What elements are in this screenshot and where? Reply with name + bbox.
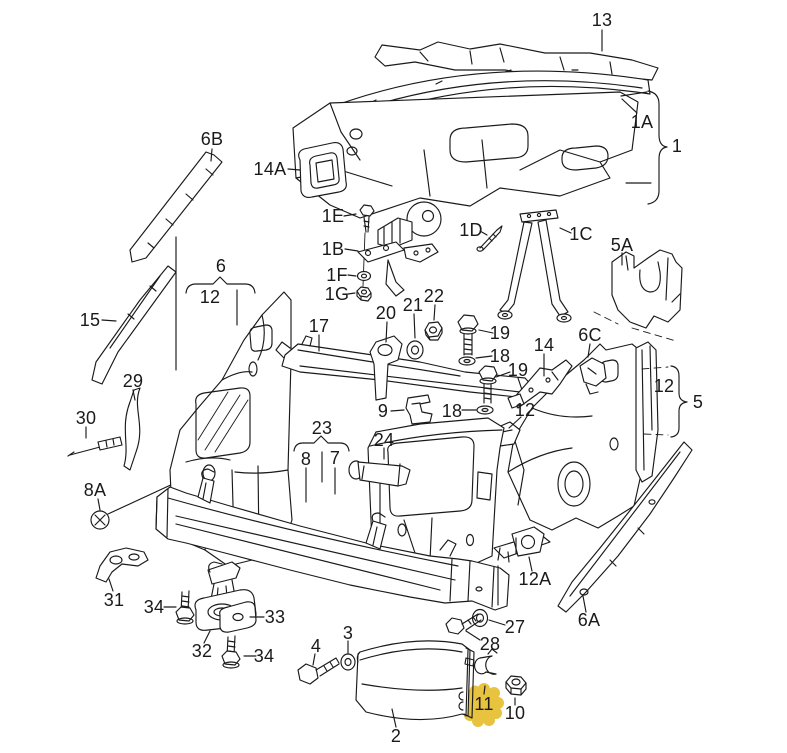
part-1f-washer xyxy=(356,270,372,282)
part-label-6[interactable]: 6 xyxy=(215,256,227,276)
part-label-34-left[interactable]: 34 xyxy=(143,597,165,617)
part-label-1g[interactable]: 1G xyxy=(324,284,350,304)
part-label-19-upper[interactable]: 19 xyxy=(489,323,511,343)
part-label-7[interactable]: 7 xyxy=(329,448,341,468)
part-label-5[interactable]: 5 xyxy=(692,392,704,412)
part-label-12-right[interactable]: 12 xyxy=(653,376,675,396)
part-label-6a[interactable]: 6A xyxy=(577,610,601,630)
part-label-1a[interactable]: 1A xyxy=(630,112,654,132)
part-bumper-beam xyxy=(155,468,510,611)
part-15-rail xyxy=(91,265,177,385)
part-5a-panel xyxy=(611,249,683,329)
part-label-11-highlighted[interactable]: 11 xyxy=(474,694,494,714)
part-1b-bracket xyxy=(357,201,442,297)
part-label-1f[interactable]: 1F xyxy=(326,265,348,285)
part-11-clip xyxy=(474,648,498,675)
part-label-8a[interactable]: 8A xyxy=(83,480,107,500)
part-10-nut xyxy=(505,675,527,696)
callout-23-brace xyxy=(293,435,350,452)
part-label-9[interactable]: 9 xyxy=(377,401,389,421)
part-1-bulkhead-panel xyxy=(292,69,651,219)
part-6a-rail xyxy=(557,441,693,613)
part-label-12a[interactable]: 12A xyxy=(518,569,552,589)
part-1d-pin xyxy=(476,225,503,252)
part-label-1d[interactable]: 1D xyxy=(459,220,483,240)
part-9-bracket xyxy=(405,394,433,425)
part-label-5a[interactable]: 5A xyxy=(610,235,634,255)
part-label-21[interactable]: 21 xyxy=(402,295,424,315)
part-6c-bracket xyxy=(579,357,607,395)
part-3-washer xyxy=(340,653,356,671)
part-label-20[interactable]: 20 xyxy=(375,303,397,323)
part-28-bolt xyxy=(445,613,482,635)
part-label-1e[interactable]: 1E xyxy=(321,206,345,226)
part-label-1c[interactable]: 1C xyxy=(569,224,593,244)
part-19-bolt-lower xyxy=(478,365,498,404)
part-34-bolt-left xyxy=(175,590,195,625)
part-label-10[interactable]: 10 xyxy=(504,703,526,723)
part-label-4[interactable]: 4 xyxy=(310,636,322,656)
part-label-6c[interactable]: 6C xyxy=(578,325,602,345)
part-label-30[interactable]: 30 xyxy=(75,408,97,428)
part-33-plate xyxy=(219,601,257,633)
part-label-18-upper[interactable]: 18 xyxy=(489,346,511,366)
part-label-19-lower[interactable]: 19 xyxy=(507,360,529,380)
part-label-14a[interactable]: 14A xyxy=(253,159,287,179)
part-34-bolt-right xyxy=(221,635,241,669)
callout-6-brace xyxy=(185,276,256,294)
part-label-13[interactable]: 13 xyxy=(591,10,613,30)
part-label-29[interactable]: 29 xyxy=(122,371,144,391)
part-label-8[interactable]: 8 xyxy=(300,449,312,469)
part-label-6b[interactable]: 6B xyxy=(200,129,224,149)
part-22-nut xyxy=(424,321,443,341)
part-2-filler-panel xyxy=(355,640,475,721)
part-18-washer-upper xyxy=(458,356,476,366)
part-label-27[interactable]: 27 xyxy=(504,617,526,637)
part-label-1b[interactable]: 1B xyxy=(321,239,345,259)
part-label-14[interactable]: 14 xyxy=(533,335,555,355)
part-label-17[interactable]: 17 xyxy=(308,316,330,336)
part-13-rail xyxy=(374,41,659,81)
part-24-arm xyxy=(348,460,411,487)
part-label-34-right[interactable]: 34 xyxy=(253,646,275,666)
part-5-12-right-wheelhouse xyxy=(507,341,659,531)
part-31-bracket xyxy=(95,547,149,583)
part-12a-bracket xyxy=(493,526,551,563)
part-6b-rail xyxy=(129,151,223,263)
leader-lines xyxy=(85,29,623,728)
part-label-28[interactable]: 28 xyxy=(479,634,501,654)
part-label-22[interactable]: 22 xyxy=(423,286,445,306)
part-label-24[interactable]: 24 xyxy=(373,430,395,450)
part-14a-cover xyxy=(298,142,347,198)
part-label-12-center[interactable]: 12 xyxy=(514,400,536,420)
part-label-2[interactable]: 2 xyxy=(390,726,402,746)
part-30-pin xyxy=(67,436,123,457)
part-label-23[interactable]: 23 xyxy=(311,418,333,438)
part-21-washer xyxy=(406,340,424,360)
part-label-31[interactable]: 31 xyxy=(103,590,125,610)
part-14-bracket xyxy=(507,359,573,409)
part-label-12-left[interactable]: 12 xyxy=(199,287,221,307)
part-label-3[interactable]: 3 xyxy=(342,623,354,643)
part-20-bracket xyxy=(369,335,403,401)
part-label-32[interactable]: 32 xyxy=(191,641,213,661)
callout-5-brace xyxy=(641,365,688,438)
part-label-33[interactable]: 33 xyxy=(264,607,286,627)
part-4-bolt xyxy=(297,657,340,685)
part-29-strip xyxy=(123,387,141,471)
callout-1-brace xyxy=(620,90,668,205)
part-label-15[interactable]: 15 xyxy=(79,310,101,330)
part-1c-v-brace xyxy=(497,209,572,323)
part-label-18-lower[interactable]: 18 xyxy=(441,401,463,421)
part-18-washer-lower xyxy=(476,405,494,415)
part-label-1[interactable]: 1 xyxy=(671,136,683,156)
construction-dashed-lines xyxy=(593,311,677,342)
part-19-bolt-upper xyxy=(457,314,479,356)
part-1g-nut xyxy=(356,286,372,302)
